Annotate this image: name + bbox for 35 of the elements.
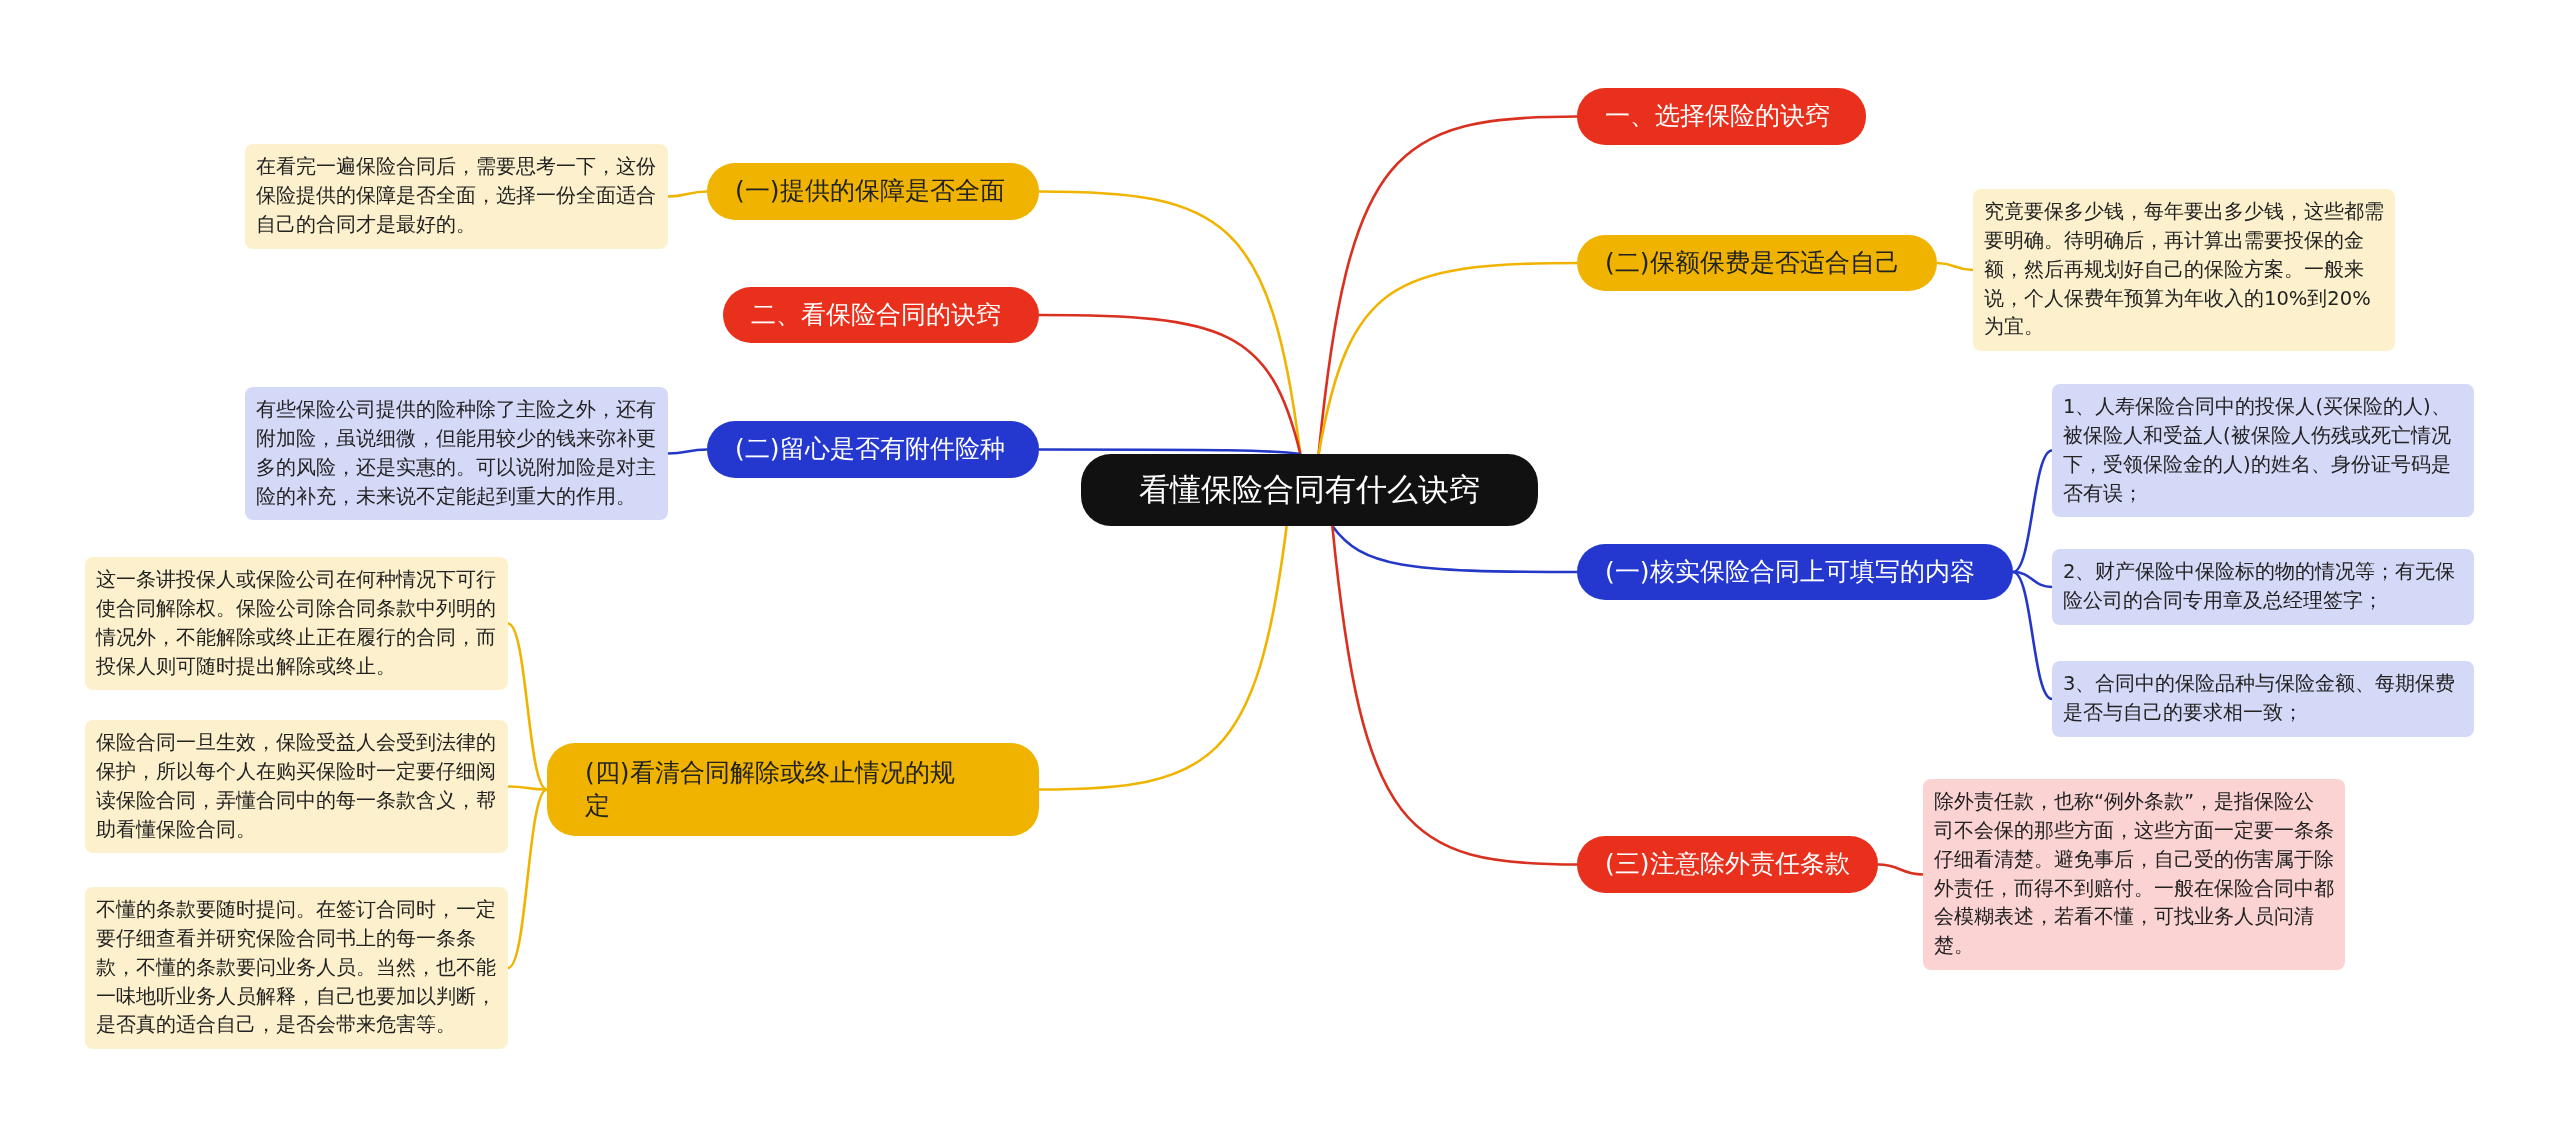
connector: [1936, 261, 1974, 272]
connector: [1038, 525, 1288, 791]
note-card: 究竟要保多少钱，每年要出多少钱，这些都需要明确。待明确后，再计算出需要投保的金额，然后再规划好自己的保险方案。一般来说，个人保费年预算为年收入的10%到20%为宜。: [1973, 189, 2395, 352]
branch-topic: 一、选择保险的诀窍: [1577, 88, 1866, 145]
branch-topic: (四)看清合同解除或终止情况的规定: [547, 743, 1039, 836]
connector: [1331, 525, 1578, 866]
central-topic: 看懂保险合同有什么诀窍: [1081, 454, 1538, 526]
connector: [2012, 449, 2053, 574]
branch-topic: (二)留心是否有附件险种: [707, 421, 1039, 478]
branch-topic: (二)保额保费是否适合自己: [1577, 235, 1937, 291]
note-card: 不懂的条款要随时提问。在签订合同时，一定要仔细查看并研究保险合同书上的每一条条款，不懂的条款要问业务人员。当然，也不能一味地听业务人员解释，自己也要加以判断，是否真的适合自己，是否会带来危害等。: [85, 887, 508, 1050]
connector: [1317, 261, 1577, 455]
branch-topic: 二、看保险合同的诀窍: [723, 287, 1039, 343]
connector: [667, 190, 708, 198]
note-card: 3、合同中的保险品种与保险金额、每期保费是否与自己的要求相一致；: [2052, 661, 2474, 737]
note-card: 在看完一遍保险合同后，需要思考一下，这份保险提供的保障是否全面，选择一份全面适合自己的合同才是最好的。: [245, 144, 668, 249]
connector: [508, 785, 547, 791]
connector: [1317, 115, 1578, 455]
note-card: 有些保险公司提供的险种除了主险之外，还有附加险，虽说细微，但能用较少的钱来弥补更多的风险，还是实惠的。可以说附加险是对主险的补充，未来说不定能起到重大的作用。: [245, 387, 668, 521]
connector: [507, 622, 548, 791]
note-card: 保险合同一旦生效，保险受益人会受到法律的保护，所以每个人在购买保险时一定要仔细阅读保险合同，弄懂合同中的每一条款含义，帮助看懂保险合同。: [85, 720, 508, 854]
connector: [2012, 570, 2053, 701]
note-card: 除外责任款，也称“例外条款”，是指保险公司不会保的那些方面，这些方面一定要一条条仔细看清楚。避免事后，自己受的伤害属于除外责任，而得不到赔付。一般在保险合同中都会模糊表述，若看不懂，可找业务人员问清楚。: [1923, 779, 2345, 971]
connector: [1039, 313, 1302, 455]
connector: [1039, 448, 1301, 456]
branch-topic: (三)注意除外责任条款: [1577, 836, 1878, 893]
connector: [1331, 525, 1577, 574]
connector: [507, 788, 548, 970]
note-card: 1、人寿保险合同中的投保人(买保险的人)、被保险人和受益人(被保险人伤残或死亡情况下，受领保险金的人)的姓名、身份证号码是否有误；: [2052, 384, 2474, 518]
connector: [667, 448, 708, 455]
note-card: 2、财产保险中保险标的物的情况等；有无保险公司的合同专用章及总经理签字；: [2052, 549, 2474, 625]
branch-topic: (一)核实保险合同上可填写的内容: [1577, 544, 2013, 600]
branch-topic: (一)提供的保障是否全面: [707, 163, 1039, 220]
connector: [1877, 863, 1924, 876]
note-card: 这一条讲投保人或保险公司在何种情况下可行使合同解除权。保险公司除合同条款中列明的情况外，不能解除或终止正在履行的合同，而投保人则可随时提出解除或终止。: [85, 557, 508, 691]
